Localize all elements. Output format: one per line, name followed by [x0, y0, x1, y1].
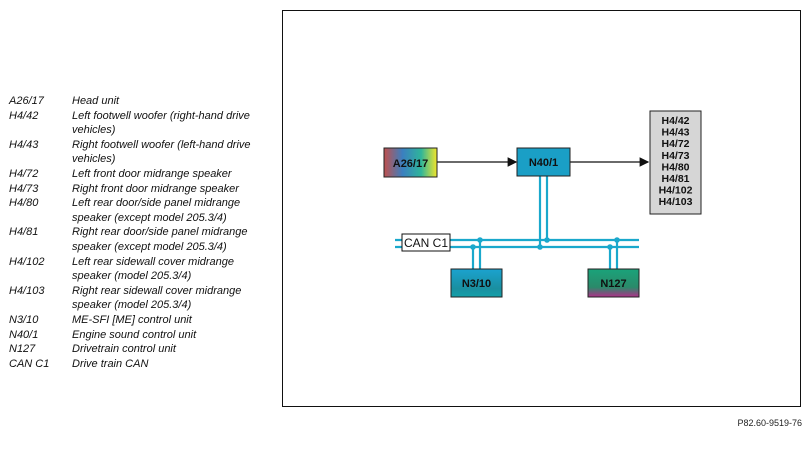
legend-description: Left rear sidewall cover midrange speake… [72, 255, 235, 283]
legend-description: Drivetrain control unit [72, 343, 176, 356]
legend-item: H4/81 Right rear door/side panel midrange… [9, 225, 271, 254]
svg-text:A26/17: A26/17 [393, 158, 428, 170]
engine-sound-control-unit-box: N40/1 [516, 147, 571, 177]
legend-description: Left front door midrange speaker [72, 167, 232, 180]
legend-code: H4/43 [9, 138, 39, 151]
legend-code: N127 [9, 343, 36, 356]
legend-description: Head unit [72, 95, 120, 107]
junction-dot [477, 237, 483, 243]
legend-item: N40/1 Engine sound control unit [9, 328, 271, 343]
legend-code: H4/81 [9, 226, 39, 239]
legend-code: H4/102 [9, 255, 45, 268]
legend-description: Drive train CAN [72, 357, 149, 370]
speaker-label: H4/102 [659, 185, 693, 197]
junction-dot [544, 237, 550, 243]
junction-dot [614, 237, 620, 243]
legend-code: A26/17 [9, 95, 44, 107]
legend-item: CAN C1 Drive train CAN [9, 357, 271, 372]
legend-description: Engine sound control unit [72, 328, 197, 341]
legend-item: H4/102 Left rear sidewall cover midrange … [9, 255, 271, 284]
legend-item: H4/43 Right footwell woofer (left-hand dr… [9, 138, 271, 167]
head-unit-box: A26/17 [383, 147, 438, 178]
speaker-label-list: H4/42H4/43H4/72H4/73H4/80H4/81H4/102H4/1… [659, 115, 693, 208]
wiring-diagram: CAN C1 A26/17 N40/1 H4/42H4/43H4/72H4/73… [383, 110, 702, 298]
legend-item: A26/17 Head unit [9, 94, 271, 109]
svg-text:N40/1: N40/1 [529, 157, 558, 169]
legend-item: H4/42 Left footwell woofer (right-hand dr… [9, 109, 271, 138]
speaker-label: H4/103 [659, 196, 693, 208]
legend-description: Right footwell woofer (left-hand drive v… [72, 138, 251, 166]
legend-description: ME-SFI [ME] control unit [72, 313, 192, 326]
legend-item: N3/10 ME-SFI [ME] control unit [9, 313, 271, 328]
legend-description: Right front door midrange speaker [72, 182, 239, 195]
junction-dot [607, 244, 613, 250]
legend-code: H4/103 [9, 284, 45, 297]
speaker-label: H4/81 [661, 173, 689, 185]
speakers-box: H4/42H4/43H4/72H4/73H4/80H4/81H4/102H4/1… [649, 110, 702, 215]
legend-item: H4/80 Left rear door/side panel midrange … [9, 196, 271, 225]
me-sfi-control-unit-box: N3/10 [450, 268, 503, 298]
legend-description: Right rear sidewall cover midrange speak… [72, 284, 242, 312]
legend-description: Right rear door/side panel midrange spea… [72, 226, 248, 253]
legend-code: H4/73 [9, 182, 39, 195]
legend-item: H4/73 Right front door midrange speaker [9, 182, 271, 197]
speaker-label: H4/80 [661, 161, 689, 173]
legend-item: H4/103 Right rear sidewall cover midrange… [9, 284, 271, 313]
legend-code: H4/72 [9, 167, 39, 180]
legend-item: N127 Drivetrain control unit [9, 342, 271, 357]
svg-text:N3/10: N3/10 [462, 278, 491, 290]
junction-dot [537, 244, 543, 250]
legend-code: CAN C1 [9, 357, 50, 370]
legend-code: N3/10 [9, 313, 39, 326]
legend-description: Left footwell woofer (right-hand drive v… [72, 109, 250, 137]
svg-text:CAN C1: CAN C1 [404, 236, 448, 250]
legend-code: H4/42 [9, 109, 39, 122]
speaker-label: H4/42 [661, 115, 689, 127]
figure-reference: P82.60-9519-76 [737, 418, 802, 428]
junction-dot [470, 244, 476, 250]
drivetrain-control-unit-box: N127 [587, 268, 640, 298]
can-c1-label: CAN C1 [401, 233, 451, 252]
svg-text:N127: N127 [600, 278, 626, 290]
legend-code: H4/80 [9, 197, 39, 210]
legend-description: Left rear door/side panel midrange speak… [72, 197, 241, 224]
speaker-label: H4/43 [661, 127, 689, 139]
speaker-label: H4/72 [661, 138, 689, 150]
speaker-label: H4/73 [661, 150, 689, 162]
legend-item: H4/72 Left front door midrange speaker [9, 167, 271, 182]
legend-code: N40/1 [9, 328, 39, 341]
